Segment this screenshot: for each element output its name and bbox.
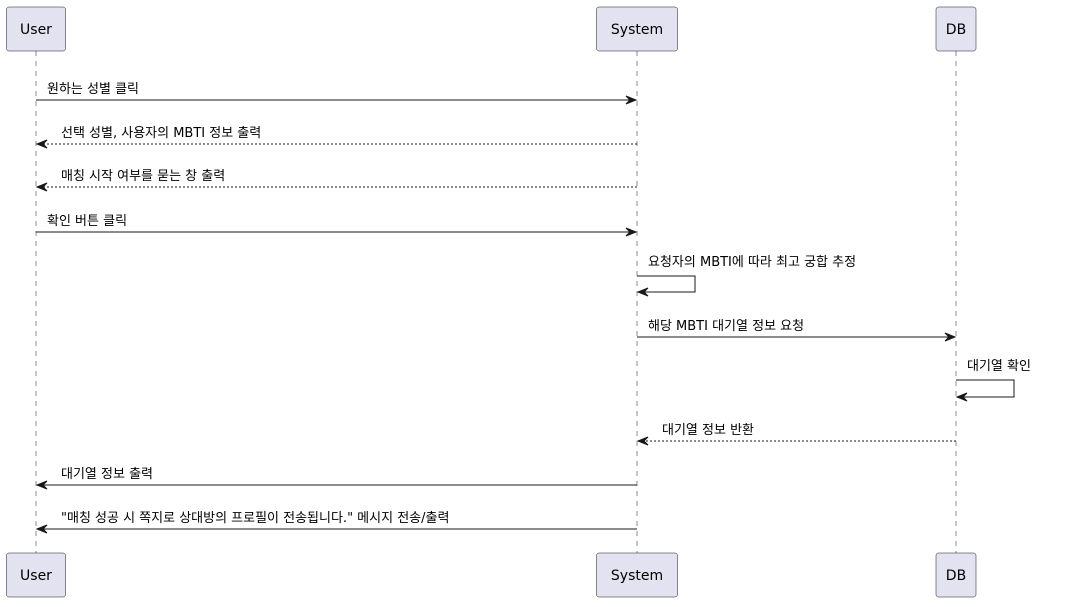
arrowhead: [35, 182, 48, 192]
message-5: 요청자의 MBTI에 따라 최고 궁합 추정: [636, 255, 856, 297]
message-label: 대기열 정보 반환: [662, 423, 754, 438]
participant-db-bottom: DB: [935, 552, 977, 598]
participant-db-top: DB: [935, 6, 977, 52]
participant-label: System: [611, 568, 663, 584]
message-label: 원하는 성별 클릭: [47, 82, 139, 97]
message-1: 원하는 성별 클릭: [36, 82, 638, 105]
self-message-line: [956, 379, 1015, 398]
arrowhead: [35, 480, 48, 490]
message-label: 대기열 확인: [967, 359, 1031, 374]
message-label: 확인 버튼 클릭: [47, 214, 127, 229]
participant-label: DB: [946, 22, 966, 38]
participant-label: DB: [946, 568, 966, 584]
participant-box: [596, 6, 678, 52]
participant-system-top: System: [596, 6, 678, 52]
message-7: 대기열 확인: [955, 359, 1031, 402]
message-label: 해당 MBTI 대기열 정보 요청: [648, 319, 804, 334]
message-4: 확인 버튼 클릭: [36, 214, 638, 237]
participant-box: [935, 552, 977, 598]
arrowhead: [35, 524, 48, 534]
participant-box: [6, 6, 66, 52]
arrowhead: [625, 227, 638, 237]
participant-label: System: [611, 22, 663, 38]
message-10: "매칭 성공 시 쪽지로 상대방의 프로필이 전송됩니다." 메시지 전송/출력: [35, 511, 637, 534]
arrowhead: [625, 95, 638, 105]
message-label: 선택 성별, 사용자의 MBTI 정보 출력: [61, 126, 261, 141]
arrowhead: [636, 436, 649, 446]
participant-user-top: User: [6, 6, 66, 52]
participant-system-bottom: System: [596, 552, 678, 598]
participant-box: [6, 552, 66, 598]
arrowhead: [955, 392, 968, 402]
arrowhead: [944, 332, 957, 342]
message-label: 매칭 시작 여부를 묻는 창 출력: [61, 169, 225, 184]
participant-label: User: [20, 568, 52, 584]
message-label: "매칭 성공 시 쪽지로 상대방의 프로필이 전송됩니다." 메시지 전송/출력: [61, 511, 449, 526]
arrowhead: [636, 287, 649, 297]
message-3: 매칭 시작 여부를 묻는 창 출력: [35, 169, 637, 192]
message-label: 대기열 정보 출력: [61, 467, 153, 482]
message-9: 대기열 정보 출력: [35, 467, 637, 490]
message-8: 대기열 정보 반환: [636, 423, 956, 446]
participant-box: [596, 552, 678, 598]
participant-label: User: [20, 22, 52, 38]
participant-box: [935, 6, 977, 52]
participant-user-bottom: User: [6, 552, 66, 598]
self-message-line: [637, 275, 696, 293]
message-2: 선택 성별, 사용자의 MBTI 정보 출력: [35, 126, 637, 149]
message-6: 해당 MBTI 대기열 정보 요청: [637, 319, 957, 342]
message-label: 요청자의 MBTI에 따라 최고 궁합 추정: [648, 255, 856, 270]
arrowhead: [35, 139, 48, 149]
